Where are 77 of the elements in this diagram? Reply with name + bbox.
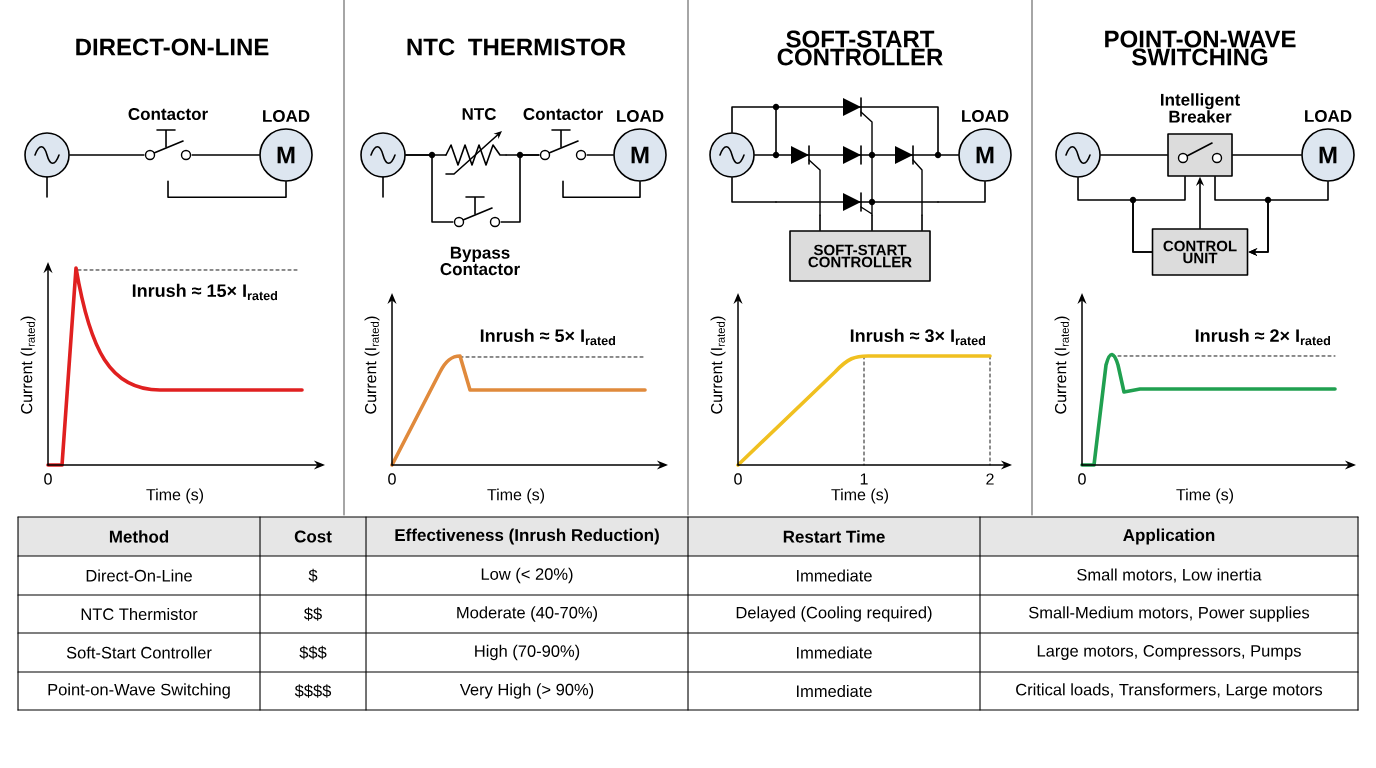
panel-title: DIRECT-ON-LINE xyxy=(76,38,269,56)
table-text: Point-on-Wave Switching xyxy=(48,683,230,699)
tick-label: 0 xyxy=(44,473,52,485)
wire xyxy=(167,180,287,198)
controller-box: SOFT-START CONTROLLER xyxy=(789,230,931,282)
table-text: Small-Medium motors, Power supplies xyxy=(1029,606,1310,622)
wire xyxy=(937,154,986,203)
table-text: NTC Thermistor xyxy=(81,607,198,621)
axis-label: Time (s) xyxy=(831,488,888,504)
tick-label: 2 xyxy=(986,473,994,485)
column-header: Cost xyxy=(294,530,332,543)
table-text: $$$$ xyxy=(294,684,332,698)
table-text: Small motors, Low inertia xyxy=(1077,568,1262,583)
wire xyxy=(731,106,777,203)
table-text: High (70-90%) xyxy=(475,644,580,661)
table-text: Soft-Start Controller xyxy=(66,646,212,659)
table-text: Very High (> 90%) xyxy=(459,683,594,699)
load-label: LOAD xyxy=(617,110,664,122)
column-header: Method xyxy=(109,530,169,543)
wire xyxy=(405,154,454,223)
tick-label: 0 xyxy=(1078,473,1086,485)
load-label: LOAD xyxy=(1305,110,1352,122)
load-label: LOAD xyxy=(962,110,1009,122)
controller-box: CONTROL UNIT xyxy=(1151,228,1249,276)
table-text: Large motors, Compressors, Pumps xyxy=(1037,645,1301,660)
inrush-label: Inrush ≈ 3× I$_{rated}$ xyxy=(850,328,986,346)
axis-label: Current (I$_{rated}$) xyxy=(710,316,726,414)
inrush-label: Inrush ≈ 15× I$_{rated}$ xyxy=(132,283,278,301)
tick-label: 0 xyxy=(734,473,742,485)
component-label: Contactor xyxy=(523,108,603,120)
wire xyxy=(1100,154,1168,156)
table-text: Delayed (Cooling required) xyxy=(736,606,932,622)
component-label: Contactor xyxy=(128,108,208,120)
table-text: $$ xyxy=(304,607,322,621)
inrush-label: Inrush ≈ 5× I$_{rated}$ xyxy=(480,328,616,346)
component-label: Bypass Contactor xyxy=(440,246,520,276)
panel-title: NTC THERMISTOR xyxy=(407,38,626,56)
inrush-label: Inrush ≈ 2× I$_{rated}$ xyxy=(1195,328,1331,346)
axis-label: Current (I$_{rated}$) xyxy=(1054,316,1070,414)
wire xyxy=(500,154,540,223)
column-header: Restart Time xyxy=(783,530,885,543)
ac-source-symbol xyxy=(360,132,406,198)
ac-source-symbol xyxy=(1055,132,1101,178)
arrow xyxy=(1214,176,1269,257)
axis-label: Current (I$_{rated}$) xyxy=(20,316,36,414)
tick-label: 1 xyxy=(860,473,868,485)
ac-source-symbol xyxy=(24,132,70,198)
axis-label: Time (s) xyxy=(487,488,545,504)
wire xyxy=(1132,176,1186,253)
component-label: Intelligent Breaker xyxy=(1161,93,1240,123)
table-text: Immediate xyxy=(797,684,872,698)
axis-label: Time (s) xyxy=(1176,488,1233,504)
panel-title: POINT-ON-WAVE SWITCHING xyxy=(1105,30,1296,66)
column-header: Application xyxy=(1123,528,1215,545)
table-text: Immediate xyxy=(797,569,872,582)
component-label: NTC xyxy=(462,108,496,120)
load-label: LOAD xyxy=(263,110,310,122)
axis-label: Time (s) xyxy=(146,488,204,504)
wire xyxy=(562,180,641,198)
table-text: $$$ xyxy=(299,645,327,660)
wire xyxy=(191,154,260,156)
tick-label: 0 xyxy=(388,473,396,485)
table-text: Moderate (40-70%) xyxy=(457,606,597,622)
table-text: Direct-On-Line xyxy=(86,569,192,582)
panel-title: SOFT-START CONTROLLER xyxy=(777,30,943,66)
wire xyxy=(1232,154,1302,156)
wire xyxy=(586,154,614,156)
table-text: Critical loads, Transformers, Large motors xyxy=(1016,683,1323,699)
thyristor-bridge-drawing xyxy=(772,97,942,216)
table-text: Low (< 20%) xyxy=(481,567,573,584)
axis-label: Current (I$_{rated}$) xyxy=(364,316,380,414)
ac-source-symbol xyxy=(709,132,755,178)
column-header: Effectiveness (Inrush Reduction) xyxy=(395,528,659,545)
table-text: Immediate xyxy=(797,646,872,659)
table-text: $ xyxy=(308,568,318,583)
wire xyxy=(819,214,923,231)
wire xyxy=(69,154,145,156)
